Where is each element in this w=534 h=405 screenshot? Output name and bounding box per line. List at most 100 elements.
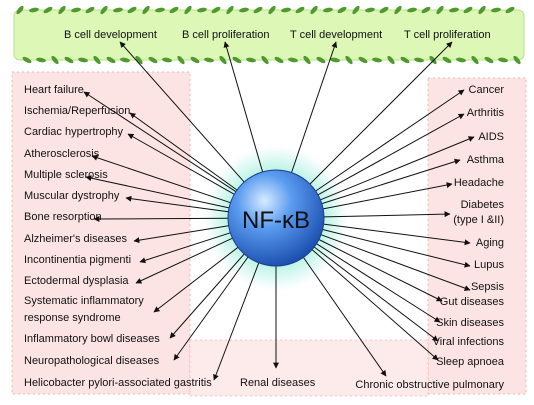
label-b-cell-development: B cell development bbox=[64, 29, 157, 41]
label-ectodermal-dysplasia: Ectodermal dysplasia bbox=[24, 275, 129, 287]
arrow-22 bbox=[323, 182, 453, 210]
leaf-27 bbox=[204, 57, 214, 63]
leaf-61 bbox=[442, 56, 452, 64]
label-cardiac-hypertrophy: Cardiac hypertrophy bbox=[24, 126, 124, 138]
leaf-0 bbox=[16, 5, 24, 15]
arrow-4 bbox=[83, 91, 237, 193]
leaf-4 bbox=[43, 6, 53, 14]
label-alzheimers-diseases: Alzheimer's diseases bbox=[24, 233, 127, 245]
leaf-63 bbox=[456, 57, 466, 63]
leaf-48 bbox=[352, 5, 360, 15]
leaf-46 bbox=[337, 6, 347, 14]
leaf-51 bbox=[372, 57, 382, 63]
leaf-39 bbox=[288, 57, 298, 63]
top-panel bbox=[13, 9, 525, 61]
leaf-13 bbox=[106, 56, 116, 64]
label-t-cell-development: T cell development bbox=[290, 29, 382, 41]
leaf-14 bbox=[113, 7, 123, 13]
leaf-49 bbox=[358, 56, 368, 64]
leaf-border bbox=[16, 5, 521, 65]
label-t-cell-proliferation: T cell proliferation bbox=[404, 29, 491, 41]
leaf-58 bbox=[421, 6, 431, 14]
label-renal-diseases: Renal diseases bbox=[240, 377, 316, 389]
leaf-55 bbox=[400, 56, 410, 64]
arrow-12 bbox=[139, 232, 231, 264]
leaf-8 bbox=[71, 7, 81, 13]
label-multiple-sclerosis: Multiple sclerosis bbox=[24, 169, 108, 181]
leaf-42 bbox=[310, 5, 318, 15]
bottom-panel bbox=[189, 339, 429, 397]
arrow-25 bbox=[322, 229, 471, 268]
leaf-9 bbox=[78, 57, 88, 63]
leaf-45 bbox=[330, 57, 340, 63]
label-arthritis: Arthritis bbox=[467, 107, 505, 119]
leaf-50 bbox=[365, 7, 375, 13]
label-headache: Headache bbox=[454, 177, 504, 189]
leaf-11 bbox=[93, 55, 101, 65]
label-atherosclerosis: Atherosclerosis bbox=[24, 148, 100, 160]
label-b-cell-proliferation: B cell proliferation bbox=[182, 29, 269, 41]
arrow-9 bbox=[125, 195, 229, 213]
leaf-54 bbox=[394, 5, 402, 15]
leaf-69 bbox=[498, 57, 508, 63]
leaf-2 bbox=[29, 7, 39, 13]
leaf-43 bbox=[316, 56, 326, 64]
leaf-5 bbox=[51, 55, 59, 65]
arrow-0 bbox=[119, 41, 245, 183]
leaf-24 bbox=[184, 5, 192, 15]
label-cancer: Cancer bbox=[469, 84, 505, 96]
arrow-28 bbox=[316, 243, 441, 323]
label-asthma: Asthma bbox=[467, 154, 505, 166]
arrow-3 bbox=[309, 41, 453, 185]
leaf-47 bbox=[345, 55, 353, 65]
leaf-66 bbox=[478, 5, 486, 15]
leaf-1 bbox=[22, 56, 32, 64]
arrow-15 bbox=[169, 253, 245, 339]
leaf-17 bbox=[135, 55, 143, 65]
leaf-15 bbox=[120, 57, 130, 63]
leaf-37 bbox=[274, 56, 284, 64]
leaf-23 bbox=[177, 55, 185, 65]
leaf-10 bbox=[85, 6, 95, 14]
arrow-23 bbox=[323, 211, 451, 218]
label-neuropathological-diseases: Neuropathological diseases bbox=[24, 355, 160, 367]
arrow-16 bbox=[173, 256, 249, 361]
leaf-29 bbox=[219, 55, 227, 65]
panels bbox=[11, 9, 527, 397]
label-lupus: Lupus bbox=[474, 259, 504, 271]
label-gut-diseases: Gut diseases bbox=[440, 296, 505, 308]
leaf-18 bbox=[142, 5, 150, 15]
right-panel bbox=[427, 77, 527, 395]
leaf-36 bbox=[268, 5, 276, 15]
arrow-7 bbox=[91, 154, 231, 204]
leaf-41 bbox=[303, 55, 311, 65]
arrow-13 bbox=[135, 237, 233, 284]
leaf-34 bbox=[253, 6, 263, 14]
leaf-6 bbox=[58, 5, 66, 15]
top-labels: B cell development B cell proliferation … bbox=[64, 29, 491, 41]
arrow-18 bbox=[315, 89, 465, 192]
leaf-38 bbox=[281, 7, 291, 13]
leaf-22 bbox=[169, 6, 179, 14]
arrow-20 bbox=[320, 136, 475, 201]
leaf-67 bbox=[484, 56, 494, 64]
leaf-52 bbox=[379, 6, 389, 14]
arrow-1 bbox=[223, 41, 264, 173]
label-diabetes: Diabetes bbox=[461, 199, 505, 211]
leaf-30 bbox=[226, 5, 234, 15]
label-systematic-inflammatory: Systematic inflammatory bbox=[24, 295, 144, 307]
leaf-12 bbox=[100, 5, 108, 15]
arrow-14 bbox=[153, 246, 239, 313]
arrow-8 bbox=[85, 175, 230, 209]
label-sepsis: Sepsis bbox=[471, 281, 505, 293]
arrow-2 bbox=[291, 41, 338, 173]
label-heart-failure: Heart failure bbox=[24, 84, 84, 96]
label-helicobacter-pylori-gastritis: Helicobacter pylori-associated gastritis bbox=[24, 377, 212, 389]
leaf-40 bbox=[295, 6, 305, 14]
leaf-62 bbox=[449, 7, 459, 13]
leaf-65 bbox=[471, 55, 479, 65]
leaf-31 bbox=[232, 56, 242, 64]
arrow-21 bbox=[321, 158, 461, 205]
label-ischemia-reperfusion: Ischemia/Reperfusion bbox=[24, 105, 130, 117]
